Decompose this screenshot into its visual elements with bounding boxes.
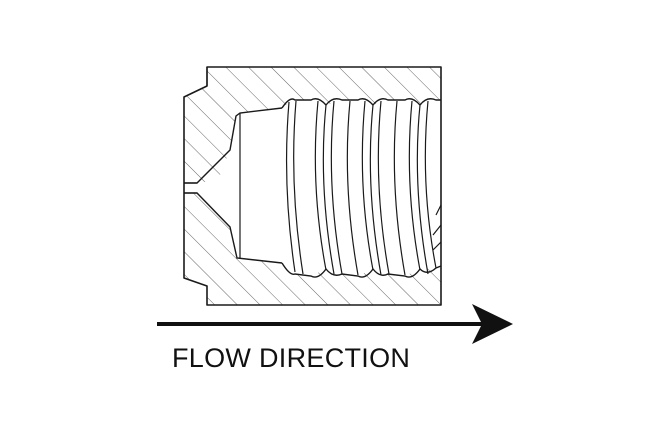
flow-direction-arrow — [157, 304, 513, 344]
arrowhead-icon — [472, 304, 513, 344]
thread-profile-top — [281, 98, 441, 109]
thread-end-marks — [432, 204, 442, 251]
thread-helix-lines — [285, 100, 437, 276]
fitting-outer-outline — [183, 66, 442, 306]
lower-wall-hatching — [184, 193, 441, 305]
thread-profile-bottom — [281, 262, 442, 278]
flow-direction-label: FLOW DIRECTION — [172, 343, 411, 373]
